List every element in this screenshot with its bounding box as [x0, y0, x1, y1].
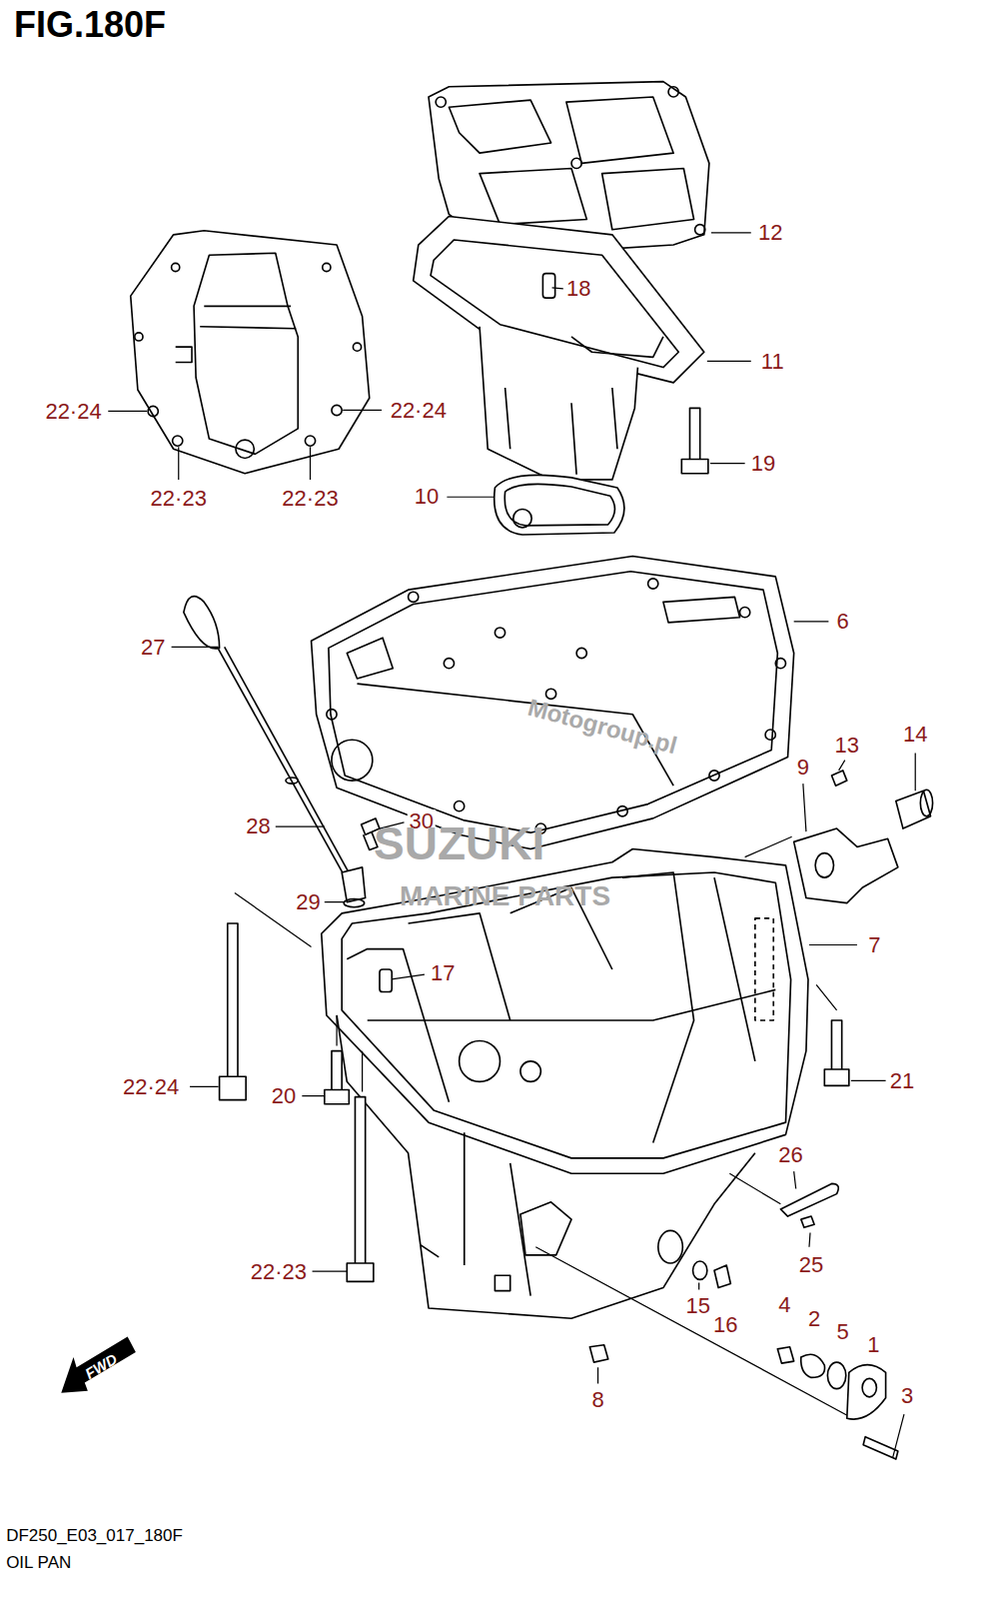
watermark: Motogroup.pl — [525, 695, 680, 759]
callout-number: 14 — [901, 722, 930, 747]
callout-number: 9 — [795, 755, 812, 780]
callout-number: 6 — [835, 609, 852, 634]
callout-number: 26 — [776, 1142, 805, 1167]
fwd-arrow — [60, 1336, 136, 1393]
callout-number: 22·23 — [248, 1259, 309, 1284]
gasket — [311, 555, 795, 849]
callout-number: 7 — [866, 933, 883, 958]
callout-number: 4 — [776, 1292, 793, 1317]
bolt — [219, 923, 247, 1100]
callout-number: 20 — [269, 1083, 298, 1108]
figure-title: FIG.180F — [13, 3, 166, 46]
callout-number: 22·23 — [148, 486, 209, 511]
callout-number: 10 — [412, 484, 441, 509]
callout-number: 15 — [683, 1293, 712, 1318]
callout-number: 3 — [899, 1383, 916, 1408]
callout-number: 21 — [888, 1068, 917, 1093]
callout-number: 13 — [833, 733, 862, 758]
callout-number: 25 — [797, 1252, 826, 1277]
oil-pan — [321, 849, 809, 1174]
callout-number: 1 — [865, 1332, 882, 1357]
pin — [542, 273, 555, 299]
callout-number: 22·24 — [120, 1074, 181, 1099]
thermostat-cover — [794, 828, 899, 904]
callout-number: 19 — [749, 451, 778, 476]
gasket — [130, 230, 370, 474]
callout-number: 22·24 — [388, 398, 449, 423]
callout-number: 22·23 — [279, 486, 340, 511]
caption-text: DF250_E03_017_180F — [5, 1526, 183, 1544]
watermark: MARINE PARTS — [399, 882, 611, 911]
callout-number: 2 — [806, 1306, 823, 1331]
caption-text: OIL PAN — [5, 1552, 71, 1570]
callout-number: 27 — [138, 635, 167, 660]
dipstick — [183, 596, 220, 649]
callout-number: 17 — [428, 961, 457, 986]
callout-number: 22·24 — [42, 399, 103, 424]
direction-label: FWD — [82, 1349, 120, 1380]
callout-number: 8 — [589, 1387, 606, 1412]
watermark: SUZUKI — [373, 820, 545, 867]
callout-number: 18 — [564, 276, 593, 301]
o-ring — [343, 899, 364, 908]
callout-number: 12 — [756, 220, 785, 245]
callout-number: 29 — [293, 890, 322, 915]
callout-number: 11 — [759, 349, 787, 374]
callout-number: 28 — [243, 814, 272, 839]
callout-number: 5 — [835, 1319, 852, 1344]
callout-number: 16 — [711, 1312, 740, 1337]
